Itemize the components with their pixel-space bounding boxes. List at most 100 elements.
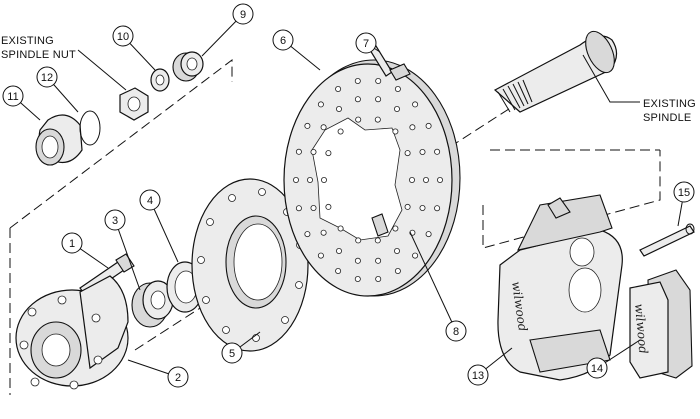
rotor-hat bbox=[191, 178, 309, 352]
callout-circle-10 bbox=[112, 25, 134, 47]
callout-circle-14 bbox=[586, 357, 608, 379]
callout-leader-3 bbox=[114, 219, 141, 291]
callout-circle-13 bbox=[467, 364, 489, 386]
rotor-drill-hole bbox=[354, 257, 361, 264]
hub bbox=[15, 275, 129, 390]
rotor-drill-hole bbox=[436, 176, 443, 183]
rotor-drill-hole bbox=[320, 124, 327, 131]
inner-bearing bbox=[131, 280, 174, 328]
callout-circle-4 bbox=[139, 189, 161, 211]
washer bbox=[150, 68, 170, 92]
caliper-brand: wilwood bbox=[509, 280, 530, 332]
rotor-drill-hole bbox=[408, 176, 415, 183]
rotor-drill-hole bbox=[394, 86, 401, 93]
callout-circle-11 bbox=[2, 85, 24, 107]
rotor-drill-hole bbox=[355, 116, 362, 123]
callout-circle-2 bbox=[167, 366, 189, 388]
rotor-drill-hole bbox=[337, 225, 344, 232]
callout-leader-4 bbox=[149, 199, 179, 263]
callout-leader-8 bbox=[409, 231, 457, 332]
rotor-drill-hole bbox=[354, 275, 361, 282]
brake-pads: wilwood bbox=[629, 269, 693, 379]
rotor-bolt bbox=[369, 45, 411, 81]
rotor-stud bbox=[371, 213, 389, 237]
rotor-drill-hole bbox=[393, 106, 400, 113]
rotor-drill-hole bbox=[335, 247, 342, 254]
rotor-drill-hole bbox=[434, 205, 441, 212]
rotor-drill-hole bbox=[354, 78, 361, 85]
callout-circle-12 bbox=[36, 66, 58, 88]
rotor-drill-hole bbox=[335, 267, 342, 274]
callout-number-2: 2 bbox=[175, 372, 181, 384]
cotter-pin bbox=[639, 223, 695, 257]
rotor-drill-hole bbox=[422, 176, 429, 183]
callout-number-9: 9 bbox=[240, 9, 246, 21]
rotor-drill-hole bbox=[375, 96, 382, 103]
rotor-drill-hole bbox=[394, 267, 401, 274]
callout-circle-15 bbox=[673, 181, 695, 203]
callout-number-6: 6 bbox=[280, 35, 286, 47]
callout-circle-9 bbox=[232, 3, 254, 25]
rotor-drill-hole bbox=[375, 257, 382, 264]
rotor-drill-hole bbox=[412, 101, 419, 108]
rotor-drill-hole bbox=[434, 148, 441, 155]
rotor-drill-hole bbox=[304, 231, 311, 238]
rotor-drill-hole bbox=[419, 148, 426, 155]
callout-circle-1 bbox=[61, 232, 83, 254]
spindle-nut bbox=[119, 87, 149, 121]
o-ring bbox=[79, 110, 101, 146]
callout-circle-3 bbox=[104, 209, 126, 231]
callout-number-1: 1 bbox=[69, 238, 75, 250]
callout-number-3: 3 bbox=[112, 215, 118, 227]
caliper: wilwood bbox=[497, 194, 623, 381]
callout-number-15: 15 bbox=[678, 187, 690, 199]
callout-circle-8 bbox=[445, 320, 467, 342]
rotor-drill-hole bbox=[317, 252, 324, 259]
rotor-drill-hole bbox=[320, 229, 327, 236]
rotor-drill-hole bbox=[375, 78, 382, 85]
rotor-drill-hole bbox=[392, 128, 399, 135]
rotor-drill-holes bbox=[292, 78, 443, 282]
rotor-drill-hole bbox=[304, 122, 311, 129]
callout-circle-5 bbox=[221, 342, 243, 364]
existing-spindle-nut-label-1: EXISTING bbox=[1, 35, 54, 47]
rotor-drill-hole bbox=[404, 203, 411, 210]
rotor-drill-hole bbox=[295, 148, 302, 155]
existing-spindle-nut-label-2: SPINDLE NUT bbox=[1, 49, 76, 61]
rotor-drill-hole bbox=[409, 124, 416, 131]
rotor-drill-hole bbox=[374, 116, 381, 123]
rotor-drill-hole bbox=[310, 148, 317, 155]
existing-spindle-label-1: EXISTING bbox=[643, 98, 696, 110]
rotor-drill-hole bbox=[325, 203, 332, 210]
callout-number-14: 14 bbox=[591, 363, 603, 375]
rotor-drill-hole bbox=[419, 204, 426, 211]
dust-cap bbox=[35, 114, 83, 166]
callout-circle-6 bbox=[272, 29, 294, 51]
rotor-drill-hole bbox=[335, 86, 342, 93]
rotor-drill-hole bbox=[320, 176, 327, 183]
existing-spindle-leader bbox=[582, 54, 640, 103]
existing-spindle-part bbox=[493, 30, 618, 113]
rotor-drill-hole bbox=[292, 176, 299, 183]
rotor-drill-hole bbox=[335, 106, 342, 113]
callout-number-8: 8 bbox=[453, 326, 459, 338]
callout-number-12: 12 bbox=[41, 72, 53, 84]
callout-number-4: 4 bbox=[147, 195, 153, 207]
rotor-drill-hole bbox=[306, 176, 313, 183]
rotor-drill-hole bbox=[392, 225, 399, 232]
existing-spindle-label-2: SPINDLE bbox=[643, 112, 691, 124]
rotor-drill-hole bbox=[425, 122, 432, 129]
rotor-drill-hole bbox=[375, 275, 382, 282]
rotor-drill-hole bbox=[317, 101, 324, 108]
rotor-drill-hole bbox=[354, 96, 361, 103]
rotor-drill-hole bbox=[393, 247, 400, 254]
callout-number-10: 10 bbox=[117, 31, 129, 43]
callout-number-11: 11 bbox=[7, 91, 18, 103]
rotor-drill-hole bbox=[412, 252, 419, 259]
drilled-rotor bbox=[283, 59, 461, 297]
rotor-drill-hole bbox=[337, 128, 344, 135]
callout-number-13: 13 bbox=[472, 370, 484, 382]
